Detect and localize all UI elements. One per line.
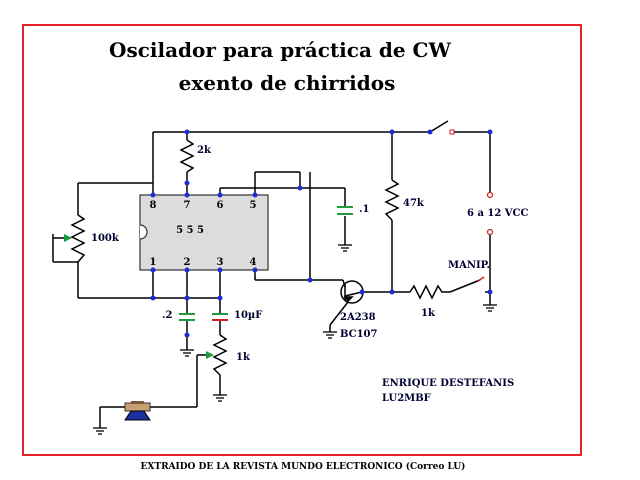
capacitor-01-label: .1	[359, 204, 369, 215]
wires	[52, 131, 491, 428]
author-line-1: ENRIQUE DESTEFANIS	[382, 378, 514, 389]
ground-icon-c01	[338, 244, 352, 252]
ground-icon-speaker	[93, 427, 107, 435]
transistor-label-1: 2A238	[340, 312, 376, 323]
ground-icon-emitter	[323, 331, 337, 339]
resistor-2k-label: 2k	[197, 145, 212, 156]
pot-1k	[212, 334, 228, 376]
power-switch	[429, 120, 455, 135]
ic-pin-7: 7	[184, 200, 191, 211]
ic-label: 5 5 5	[176, 225, 204, 236]
title-line-1: Oscilador para práctica de CW	[109, 38, 451, 62]
pot-100k-arrow-icon	[64, 234, 72, 242]
ic-555: 5 5 5 8 7 6 5 1 2 3 4	[139, 194, 269, 271]
ic-pin-6: 6	[217, 200, 224, 211]
capacitor-02-label: .2	[162, 310, 172, 321]
ic-pin-8: 8	[150, 200, 157, 211]
pot-100k-label: 100k	[91, 233, 120, 244]
speaker-icon	[124, 401, 151, 421]
ground-icon-supply	[483, 304, 497, 312]
ground-icon-c02	[180, 349, 194, 357]
pot-1k-label: 1k	[236, 352, 251, 363]
source-footer: EXTRAIDO DE LA REVISTA MUNDO ELECTRONICO…	[141, 461, 466, 472]
ic-pin-4: 4	[250, 257, 257, 268]
ground-icon-pot	[213, 394, 227, 402]
capacitor-10uf-label: 10µF	[234, 310, 262, 321]
resistor-1k-base-label: 1k	[421, 308, 436, 319]
title-line-2: exento de chirridos	[179, 71, 396, 95]
resistor-1k-base	[409, 284, 445, 300]
resistor-47k	[384, 179, 400, 221]
ic-pin-3: 3	[217, 257, 224, 268]
pot-1k-arrow-icon	[206, 351, 214, 359]
key-switch	[449, 276, 485, 293]
author-line-2: LU2MBF	[382, 393, 431, 404]
supply-label: 6 a 12 VCC	[467, 208, 529, 219]
junction-nodes	[150, 129, 493, 338]
resistor-2k	[179, 139, 195, 173]
supply-terminal-top	[486, 191, 494, 199]
ic-pin-2: 2	[184, 257, 191, 268]
supply-terminal-bottom	[486, 228, 494, 236]
pot-100k	[70, 214, 86, 263]
frame-border	[22, 24, 582, 456]
key-label: MANIP.	[448, 260, 490, 271]
ground-symbols	[93, 244, 497, 435]
ic-pin-1: 1	[150, 257, 157, 268]
capacitor-10uf	[212, 313, 228, 321]
ic-pin-5: 5	[250, 200, 257, 211]
capacitor-02	[179, 313, 195, 321]
capacitor-01	[337, 206, 353, 215]
transistor-label-2: BC107	[340, 329, 378, 340]
resistor-47k-label: 47k	[403, 198, 425, 209]
